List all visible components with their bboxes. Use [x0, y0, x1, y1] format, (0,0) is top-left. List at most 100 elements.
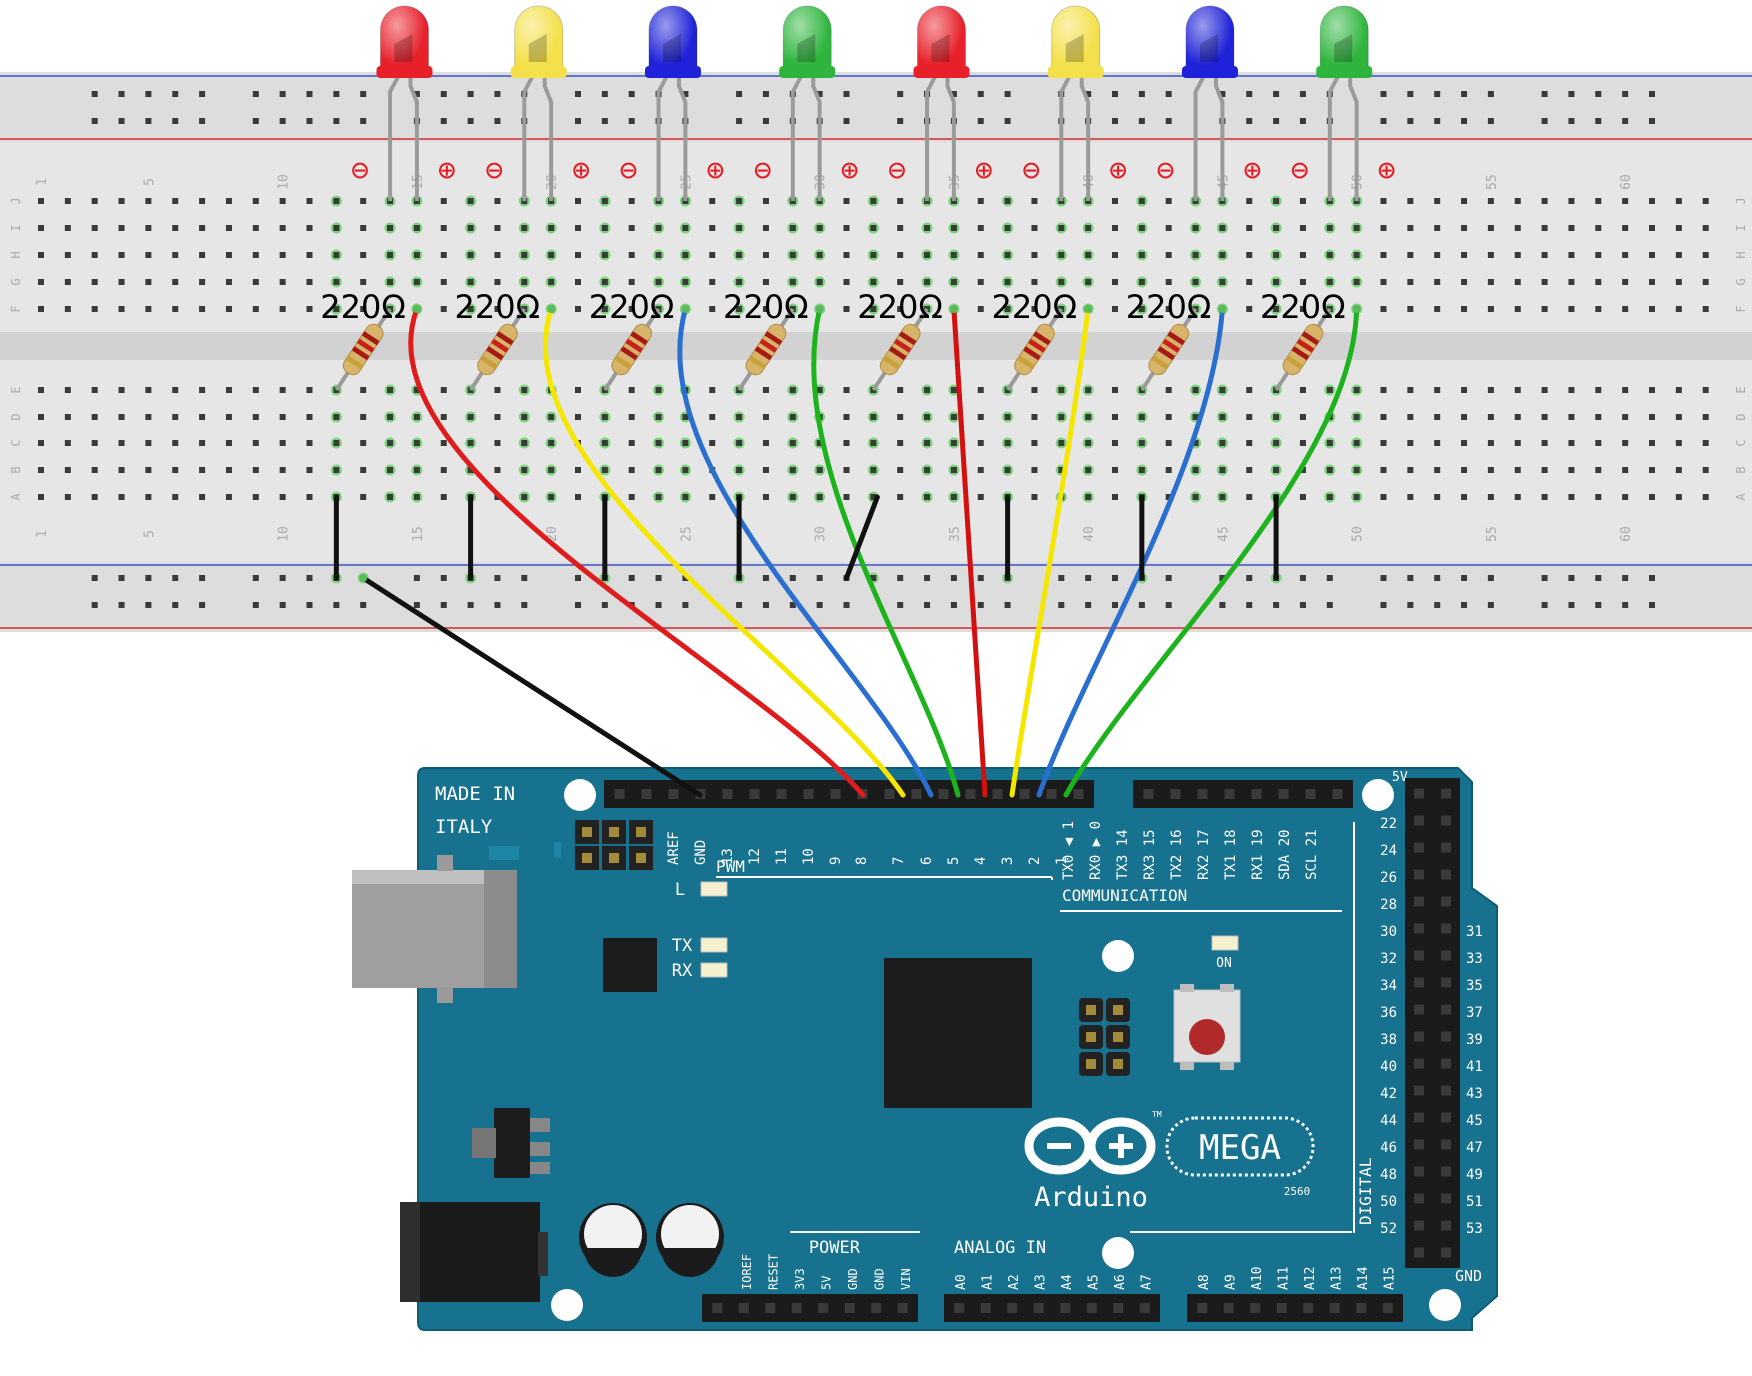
header-pin [1414, 1058, 1424, 1069]
breadboard-hole [1192, 440, 1199, 446]
header-housing [1405, 778, 1433, 1268]
breadboard-hole [655, 279, 662, 285]
breadboard-hole [1514, 414, 1521, 420]
rail-hole [172, 118, 179, 124]
breadboard-hole [548, 440, 555, 446]
led-anode-leg [811, 72, 822, 201]
resistor-band [1151, 355, 1170, 370]
breadboard-hole [843, 387, 850, 393]
breadboard-hole [1675, 414, 1682, 420]
resistor-band [630, 331, 649, 346]
analog-pin-label: A15 [1383, 1267, 1398, 1290]
header-pin [1223, 1303, 1234, 1313]
rail-hole [1541, 118, 1548, 124]
column-number: 15 [411, 526, 426, 542]
breadboard-hole [1487, 414, 1494, 420]
header-pin [641, 789, 652, 799]
breadboard-hole [1407, 306, 1414, 312]
breadboard-hole [252, 467, 259, 473]
rail-hole [333, 118, 340, 124]
breadboard-hole [360, 387, 367, 393]
breadboard-hole [682, 279, 689, 285]
breadboard-hole [1004, 198, 1011, 204]
breadboard-hole [306, 279, 313, 285]
rail-hole [1246, 575, 1253, 581]
rail-hole [199, 118, 206, 124]
rail-hole [1595, 575, 1602, 581]
header-housing [1133, 780, 1353, 808]
rail-hole [1112, 118, 1118, 124]
led-anode-leg [945, 72, 956, 201]
digital-pin-label: 34 [1380, 978, 1397, 994]
column-number: 5 [142, 178, 157, 186]
rail-hole [950, 91, 957, 97]
led-die [662, 34, 681, 62]
rail-hole [1058, 575, 1065, 581]
breadboard-hole [1004, 225, 1011, 231]
breadboard-hole [279, 279, 286, 285]
header-pin [1073, 789, 1084, 799]
led-anode-leg [1213, 72, 1225, 201]
rail-hole [1434, 118, 1441, 124]
breadboard-hole [306, 440, 313, 446]
breadboard-hole [1649, 414, 1655, 420]
rail-hole [1649, 602, 1655, 608]
rail-hole [1246, 91, 1253, 97]
breadboard-hole [736, 252, 743, 258]
breadboard-hole [252, 252, 259, 258]
breadboard-hole [252, 225, 259, 231]
rail-hole [91, 118, 98, 124]
rail-hole [494, 602, 501, 608]
breadboard-hole [575, 306, 581, 312]
breadboard-hole [521, 440, 528, 446]
breadboard-hole [1219, 387, 1226, 393]
rail-hole [1407, 575, 1414, 581]
breadboard-hole [1353, 387, 1360, 393]
rail-hole [924, 575, 931, 581]
breadboard-hole [1595, 252, 1602, 258]
breadboard-hole [709, 440, 716, 446]
breadboard-hole [413, 225, 420, 231]
breadboard-hole [172, 306, 179, 312]
breadboard-hole [1434, 306, 1441, 312]
breadboard-hole [333, 467, 340, 473]
breadboard-hole [1675, 494, 1682, 500]
header-pin [1224, 789, 1235, 799]
breadboard-hole [924, 225, 931, 231]
comm-pin-label: TX2 16 [1169, 829, 1185, 880]
header-pin [614, 789, 625, 799]
digital-pin-label: 33 [1466, 951, 1483, 967]
breadboard-hole [225, 467, 232, 473]
breadboard-hole [816, 252, 823, 258]
pwm-pin-label: AREF [666, 831, 682, 865]
rail-hole [736, 118, 743, 124]
reset-button[interactable] [1173, 984, 1241, 1070]
breadboard-hole [1299, 467, 1306, 473]
led-blue [644, 5, 701, 201]
row-letter: J [1734, 197, 1748, 204]
rail-hole [1326, 602, 1333, 608]
rail-hole [762, 118, 769, 124]
led-die [394, 34, 413, 62]
breadboard-hole [413, 440, 420, 446]
breadboard-hole [1353, 279, 1360, 285]
rail-hole [199, 602, 206, 608]
breadboard-hole [1273, 225, 1280, 231]
power-header [702, 1294, 918, 1322]
resistor-label: 220Ω [723, 288, 809, 326]
row-letter: I [9, 224, 23, 231]
breadboard-hole [628, 306, 635, 312]
breadboard-hole [494, 467, 501, 473]
breadboard-hole [1085, 279, 1092, 285]
breadboard-hole [387, 252, 394, 258]
mega-text: MEGA [1199, 1128, 1281, 1168]
led-green [779, 5, 836, 201]
breadboard-hole [628, 440, 635, 446]
icsp-header [1079, 998, 1130, 1076]
breadboard-hole [64, 225, 71, 231]
breadboard-hole [977, 387, 984, 393]
breadboard-hole [789, 467, 796, 473]
led-red [376, 5, 433, 201]
breadboard-hole [575, 414, 581, 420]
breadboard-hole [1675, 279, 1682, 285]
